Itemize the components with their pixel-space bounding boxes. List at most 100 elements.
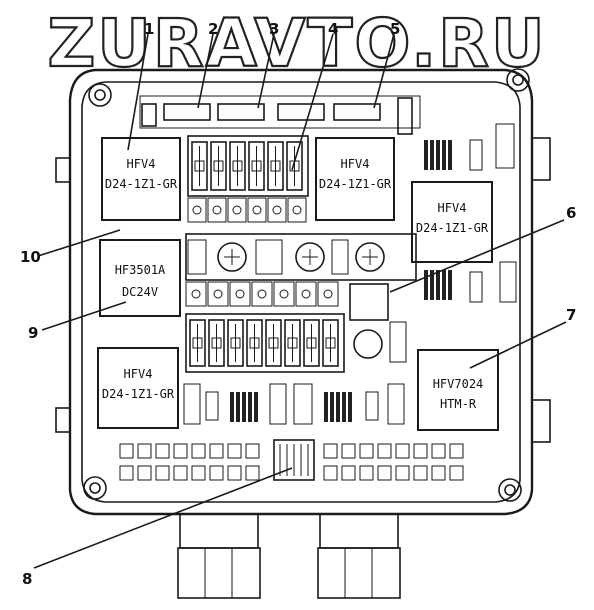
connector-pin	[191, 465, 206, 481]
bottom-connector-rows	[119, 439, 464, 481]
diode-pack	[324, 392, 352, 422]
middle-frame	[185, 233, 417, 281]
blade-fuse	[189, 319, 206, 367]
connector-pin	[209, 465, 224, 481]
symbol-cell	[227, 197, 247, 223]
fuse-holder	[185, 313, 345, 373]
diode-pack	[230, 392, 258, 422]
symbol-icon	[232, 205, 242, 215]
relay-5: HFV4 D24-1Z1-GR	[97, 347, 179, 429]
relay-3-code: D24-1Z1-GR	[416, 221, 489, 235]
relay-6-model: HFV7024	[433, 377, 484, 391]
symbol-cell	[207, 281, 229, 307]
symbol-cell	[273, 281, 295, 307]
symbol-cell	[185, 281, 207, 307]
relay-2: HFV4 D24-1Z1-GR	[315, 137, 395, 221]
blade-fuse	[210, 141, 227, 191]
symbol-cell	[229, 281, 251, 307]
connector-pin	[119, 443, 134, 459]
small-cell	[331, 239, 349, 275]
small-component	[495, 123, 515, 169]
relay-2-model: HFV4	[341, 157, 370, 171]
symbol-icon	[191, 289, 201, 299]
callout-6: 6	[566, 204, 576, 222]
rotary-switch-icon	[295, 242, 325, 272]
connector-pin	[155, 443, 170, 459]
connector-pin	[227, 443, 242, 459]
connector-pin	[137, 465, 152, 481]
symbol-icon	[235, 289, 245, 299]
symbol-icon	[257, 289, 267, 299]
relay-4: HF3501A DC24V	[99, 239, 181, 317]
small-component	[365, 391, 379, 421]
callout-7: 7	[566, 306, 576, 324]
symbol-icon	[252, 205, 262, 215]
relay-4-model: HF3501A	[115, 263, 166, 277]
small-cell	[187, 239, 207, 275]
connector-pin	[323, 443, 338, 459]
connector-pin	[209, 443, 224, 459]
relay-1: HFV4 D24-1Z1-GR	[101, 137, 181, 221]
connector-pin	[227, 465, 242, 481]
blade-fuse	[191, 141, 208, 191]
relay-2-code: D24-1Z1-GR	[319, 177, 392, 191]
symbol-icon	[212, 205, 222, 215]
connector-pin	[137, 443, 152, 459]
relay-4-code: DC24V	[122, 285, 158, 299]
blade-fuse	[286, 141, 303, 191]
connector-pin	[191, 443, 206, 459]
small-component	[499, 261, 517, 303]
symbol-icon	[192, 205, 202, 215]
fuse-holder	[187, 135, 309, 197]
connector-pin	[245, 443, 260, 459]
relay-6: HFV7024 HTM-R	[417, 349, 499, 431]
symbol-cell	[287, 197, 307, 223]
callout-3: 3	[269, 20, 279, 38]
small-component	[389, 321, 407, 363]
symbol-cell	[251, 281, 273, 307]
rotary-switch-icon	[353, 329, 383, 359]
symbol-icon	[292, 205, 302, 215]
blade-fuse	[248, 141, 265, 191]
callout-labels: 1 2 3 4 5 6 7 8 9 10	[20, 20, 576, 588]
blade-fuse	[246, 319, 263, 367]
connector-pin	[155, 465, 170, 481]
callout-1: 1	[144, 20, 154, 38]
relay-3: HFV4 D24-1Z1-GR	[411, 181, 493, 263]
blade-fuse	[267, 141, 284, 191]
callout-2: 2	[208, 20, 218, 38]
blade-fuse	[322, 319, 339, 367]
callout-9: 9	[28, 324, 38, 342]
small-component	[269, 383, 287, 425]
connector-pin	[119, 465, 134, 481]
symbol-cell	[317, 281, 339, 307]
connector-pin	[359, 443, 374, 459]
connector-pin	[323, 465, 338, 481]
relay-1-model: HFV4	[127, 157, 156, 171]
symbol-cell	[267, 197, 287, 223]
symbol-cell	[207, 197, 227, 223]
symbol-icon	[213, 289, 223, 299]
symbol-icon	[323, 289, 333, 299]
connector-pin	[173, 465, 188, 481]
diode-pack	[424, 140, 452, 170]
leader-lines	[33, 33, 567, 569]
connector-pin	[431, 465, 446, 481]
connector-pin	[413, 443, 428, 459]
connector-pin	[341, 465, 356, 481]
symbol-icon	[272, 205, 282, 215]
rotary-switch-icon	[355, 242, 385, 272]
small-component	[183, 383, 201, 425]
relay-6-code: HTM-R	[440, 397, 477, 411]
small-component	[469, 271, 483, 303]
relay-1-code: D24-1Z1-GR	[105, 177, 178, 191]
blade-fuse	[227, 319, 244, 367]
symbol-icon	[301, 289, 311, 299]
connector-pin	[431, 443, 446, 459]
callout-4: 4	[328, 20, 338, 38]
diagnostic-connector	[273, 439, 315, 481]
blade-fuse	[229, 141, 246, 191]
upper-fuse-block	[187, 135, 309, 197]
relay-5-model: HFV4	[124, 367, 153, 381]
